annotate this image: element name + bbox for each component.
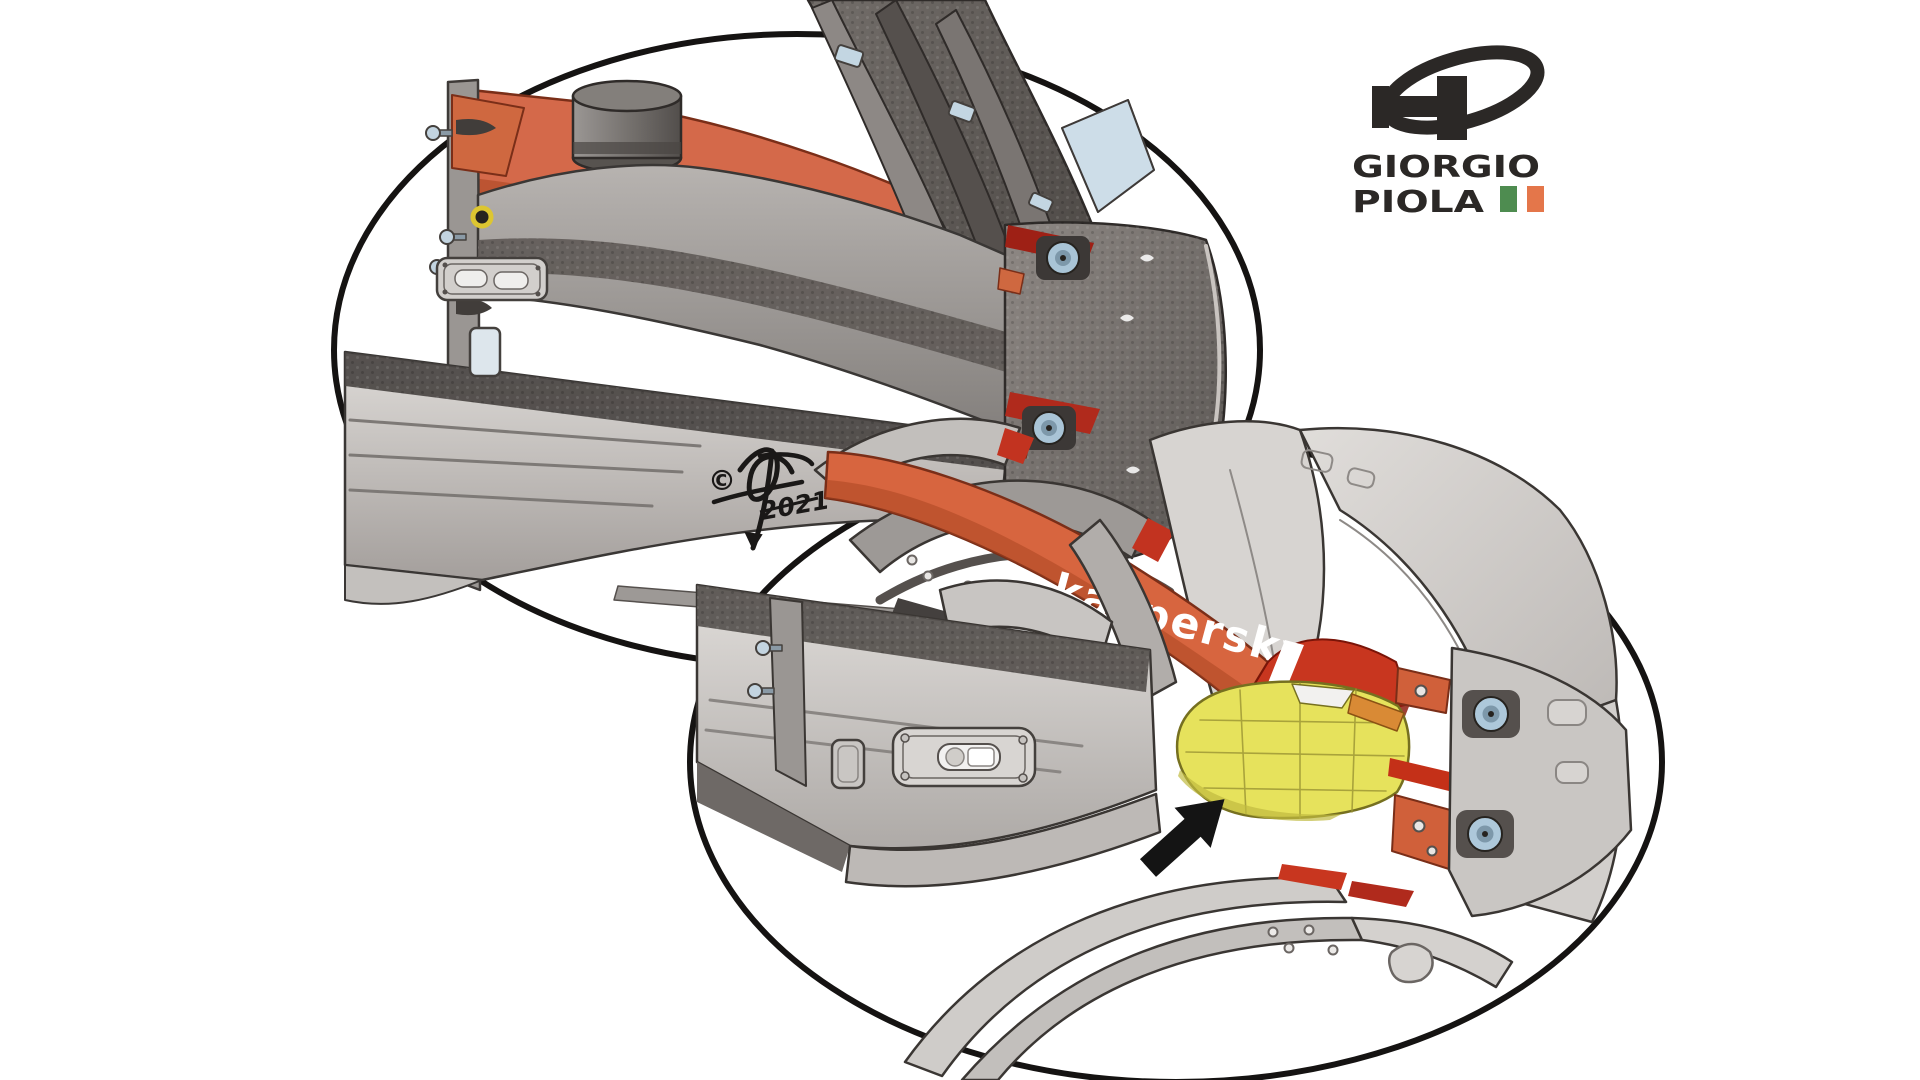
floor-access-panel (435, 256, 549, 302)
top-floor-hull (343, 163, 1010, 652)
grommet-ring (470, 205, 494, 229)
mount-brackets (1388, 667, 1455, 870)
flag-orange-square (1527, 186, 1544, 212)
captive-fastener (1456, 810, 1514, 858)
captive-fastener (1022, 406, 1076, 450)
floor-bolt (747, 683, 775, 699)
logo-name-line1: GIORGIO (1352, 150, 1540, 185)
floor-bolt (755, 640, 783, 656)
floor-fitting (830, 738, 866, 790)
right-cover-panel (1447, 646, 1633, 918)
signature-scribble (711, 447, 815, 551)
bottom-vignette-art: kaspersky (695, 417, 1633, 1080)
giorgio-piola-logo: GIORGIO PIOLA (1352, 45, 1545, 220)
captive-fastener (1036, 236, 1090, 280)
bulkhead-bolt (439, 229, 467, 245)
bottom-floor-hull (695, 583, 1162, 888)
floor-window (468, 326, 502, 378)
highlighted-fairing (1175, 680, 1411, 822)
gp-monogram-icon (1372, 45, 1545, 140)
flag-green-square (1500, 186, 1517, 212)
highlight-yellow-part (1175, 680, 1411, 820)
logo-name-line2: PIOLA (1352, 185, 1485, 220)
bargeboard-window (1061, 99, 1155, 213)
lower-arc-vanes (903, 864, 1514, 1080)
bulkhead-bolt (425, 125, 453, 141)
annotation-arrow-icon (1139, 799, 1225, 877)
signature-copyright: © (708, 464, 736, 497)
floor-access-panel (891, 726, 1037, 788)
captive-fastener (1462, 690, 1520, 738)
